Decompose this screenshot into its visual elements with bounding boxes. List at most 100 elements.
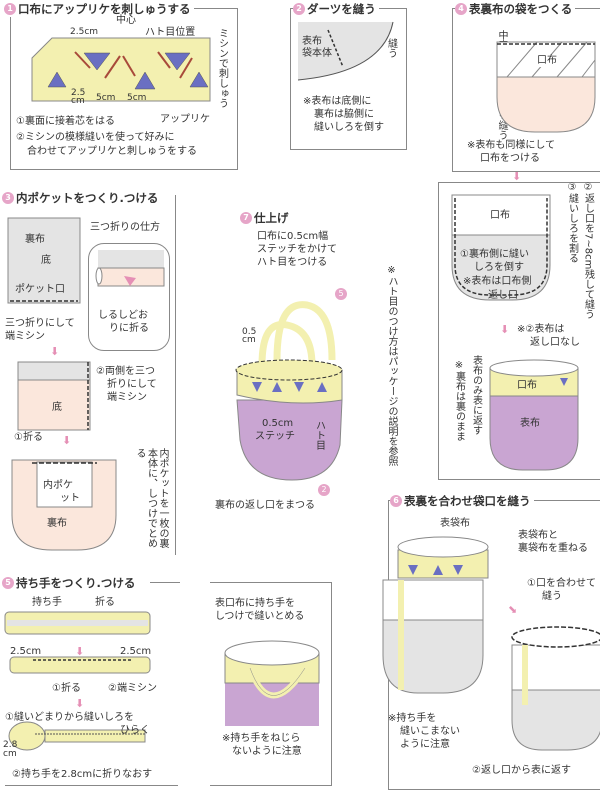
note-line-1: ※表布は底側に (303, 96, 372, 107)
note-no-handle-1: ※持ち手を (388, 713, 437, 724)
label-stitch-2: ステッチをかけて (257, 244, 337, 255)
label-outer-fabric: 表布 (302, 36, 322, 47)
down-arrow-icon: ⬇ (75, 697, 85, 710)
step-2-reference-badge: 2 (318, 484, 330, 496)
label-refold: ②持ち手を2.8cmに折りなおす (12, 769, 153, 780)
label-cm: cm (242, 335, 256, 345)
label-fold-1: ①折る (52, 683, 81, 694)
label-applique: アップリケ (160, 114, 210, 125)
mouth-cloth-applique-illustration (31, 37, 211, 102)
title-text: 表裏を合わせ袋口を縫う (404, 494, 531, 508)
label-triple-fold-2: 端ミシン (5, 331, 45, 342)
dart-illustration (297, 21, 394, 81)
label-attach-1: 表口布に持ち手を (215, 598, 295, 609)
label-5cm-a: 5cm (96, 93, 116, 103)
label-baste-pocket: 内ポケットを一枚の裏本体に、しつけでとめる (134, 448, 168, 548)
outer-note: ※表布は口布側 (463, 276, 532, 287)
outer-bag-illustration (489, 359, 579, 471)
label-triple-fold-1: 三つ折りにして (5, 318, 75, 329)
label-grommet: ハト目 (313, 420, 325, 450)
label-center: 中心 (116, 15, 136, 26)
section-4-lower-frame (438, 182, 600, 480)
handle-strip-illustration (4, 611, 151, 751)
triple-fold-illustration (95, 250, 165, 287)
note-grommet-reference: ※ハト目のつけ方はパッケージの説明を参照 (386, 265, 397, 466)
label-opening: 返し口 (488, 290, 518, 301)
title-text: 表裏布の袋をつくる (469, 2, 573, 16)
label-lining-2: 裏布 (47, 518, 67, 529)
divider (5, 785, 178, 786)
label-bottom: 底 (41, 255, 51, 266)
label-sides-3: 端ミシン (107, 392, 147, 403)
pocket-lining-illustration (7, 217, 81, 304)
divider (175, 195, 176, 555)
pocket-sides-illustration (17, 361, 91, 431)
label-inner-pocket-2: ット (60, 493, 80, 504)
step-5-reference-badge: 5 (335, 288, 347, 300)
label-attach-2: しつけで縫いとめる (215, 611, 305, 622)
label-2-5cm-left: 2.5cm (10, 646, 42, 657)
label-sew-mouth-2: 縫う (542, 591, 562, 602)
handle-attach-illustration (224, 640, 320, 726)
label-turn-outer: 表布のみ表に返す (470, 355, 482, 435)
step-1-text-a: ①裏布側に縫い (460, 249, 529, 260)
note-no-handle-3: ように注意 (400, 739, 450, 750)
label-sides-2: 折りにして (107, 379, 157, 390)
step-badge: 7 (240, 212, 252, 224)
handle-attach-frame (210, 582, 332, 786)
no-opening-note-2: 返し口なし (530, 337, 580, 348)
label-overlap-1: 表袋布と (518, 530, 558, 541)
label-bag-body: 袋本体 (302, 48, 332, 59)
note-line-2: 口布をつける (480, 153, 540, 164)
step-2-text-b: 合わせてアップリケと刺しゅうをする (27, 146, 197, 157)
step-badge: 6 (390, 495, 402, 507)
step-1-text: ①裏面に接着芯をはる (16, 116, 115, 127)
step-2-text-a: ②ミシンの模様縫いを使って好みに (16, 132, 175, 143)
note-no-twist-2: ないように注意 (232, 746, 302, 757)
note-no-twist-1: ※持ち手をねじら (222, 733, 301, 744)
label-5cm-b: 5cm (127, 93, 147, 103)
down-arrow-icon: ⬇ (75, 645, 85, 658)
down-arrow-icon: ⬇ (50, 345, 60, 358)
title-text: 持ち手をつくり.つける (16, 576, 136, 590)
down-arrow-icon: ⬇ (512, 170, 522, 183)
note-line-2: 裏布は脇側に (314, 109, 374, 120)
label-2-5cm-right: 2.5cm (120, 646, 152, 657)
label-outer-bag: 表袋布 (440, 518, 470, 529)
sewn-bags-illustration (511, 626, 600, 751)
label-0-5cm: 0.5cm (262, 418, 294, 429)
label-2-8: 2.8 (3, 740, 18, 750)
label-sew: 縫う (385, 38, 397, 58)
note-no-handle-2: 縫いこまない (400, 726, 460, 737)
label-open-seam-2: ひらく (120, 725, 150, 736)
label-bottom-2: 底 (52, 402, 62, 413)
label-handle: 持ち手 (32, 597, 62, 608)
step-badge: 3 (2, 192, 14, 204)
label-machine-embroidery: ミシンで刺しゅう (216, 28, 228, 108)
label-stitch-1: 口布に0.5cm幅 (257, 231, 329, 242)
title-text: ダーツを縫う (307, 2, 376, 16)
label-close-opening: 裏布の返し口をまつる (215, 500, 315, 511)
label-sides-1: ②両側を三つ (96, 366, 155, 377)
label-fold: 折る (95, 597, 115, 608)
label-0-5: 0.5 (242, 327, 257, 337)
arrow-icon: ⬊ (508, 603, 518, 616)
divider (150, 582, 180, 583)
lining-sewn-illustration (451, 194, 551, 301)
label-turn-out: ②返し口から表に返す (472, 765, 571, 776)
label-mouth-cloth: 口布 (537, 55, 557, 67)
inner-pocket-attached-illustration (11, 459, 117, 551)
label-cm: cm (3, 749, 17, 759)
note-line-3: 縫いしろを倒す (314, 122, 384, 133)
label-fold: ①折る (14, 432, 43, 443)
label-leave-opening: ②返し口を7~8cm残して縫う (582, 182, 594, 320)
label-cm: cm (71, 96, 85, 106)
label-triple-fold-howto: 三つ折りの仕方 (90, 222, 160, 233)
step-badge: 1 (4, 3, 16, 15)
step-1-text-b: しろを倒す (474, 262, 524, 273)
note-line-1: ※表布も同様にして (467, 140, 556, 151)
